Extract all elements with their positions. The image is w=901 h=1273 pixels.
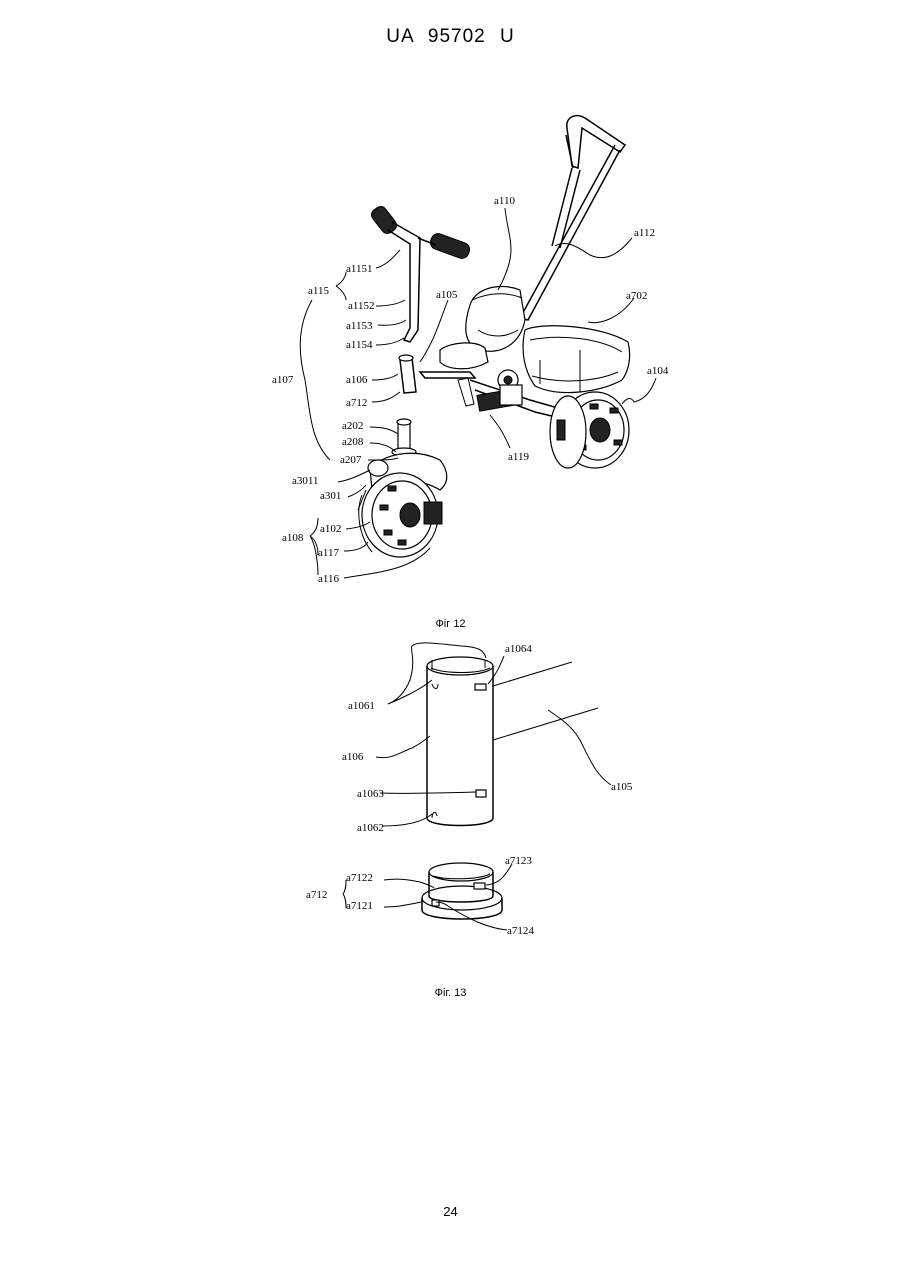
label-a105-fig13: a105	[611, 781, 633, 793]
label-a7122: a7122	[346, 872, 373, 884]
label-a7121: a7121	[346, 900, 373, 912]
label-a1062: a1062	[357, 822, 384, 834]
label-a712-fig13: a712	[306, 889, 327, 901]
label-a106-fig13: a106	[342, 751, 364, 763]
label-a7124: a7124	[507, 925, 534, 937]
page-number: 24	[0, 1204, 901, 1219]
label-a1064: a1064	[505, 643, 532, 655]
figure-13-caption: Фіг. 13	[0, 987, 901, 999]
label-a1063: a1063	[357, 788, 384, 800]
label-a1061: a1061	[348, 700, 375, 712]
label-a7123: a7123	[505, 855, 532, 867]
